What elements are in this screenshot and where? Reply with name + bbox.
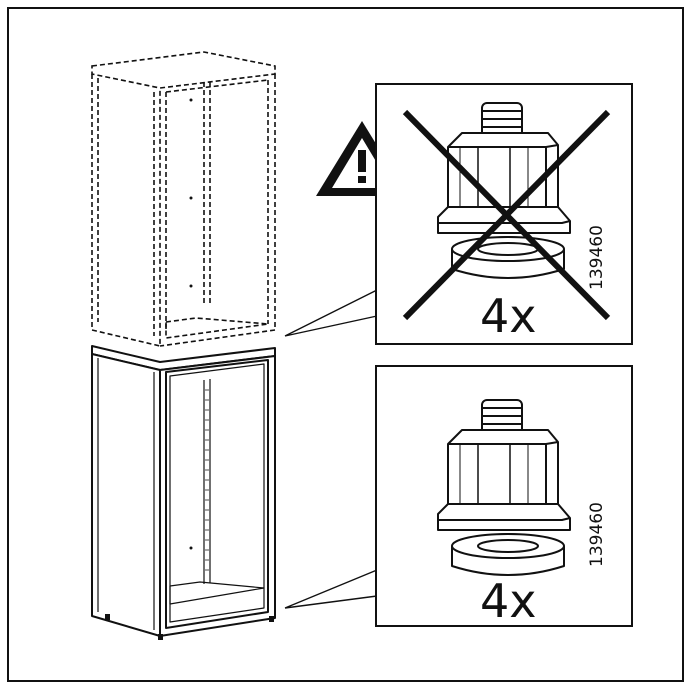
upper-shelf-unit-dashed [91, 51, 276, 348]
lower-shelf-hole [189, 546, 193, 550]
quantity-label-correct: 4x [480, 574, 537, 628]
callout-lines [284, 289, 378, 609]
cross-out-icon [402, 109, 611, 321]
page-border [7, 7, 684, 682]
part-number-incorrect: 139460 [587, 225, 607, 290]
lower-shelf-unit [91, 345, 276, 640]
part-number-correct: 139460 [587, 502, 607, 567]
quantity-label-incorrect: 4x [480, 289, 537, 343]
upper-shelf-holes [189, 98, 193, 288]
